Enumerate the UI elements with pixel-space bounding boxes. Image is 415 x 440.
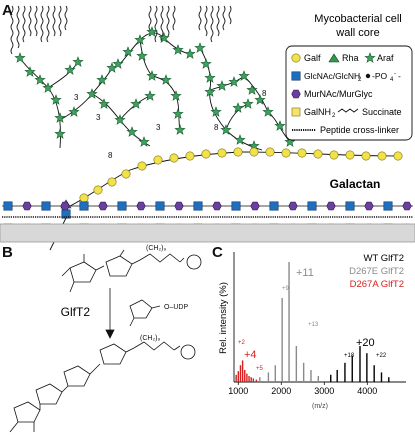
panel-a: 3 3 3 8 8 3 8 Mycobacterial cell wall co…	[2, 5, 413, 251]
panel-a-legend: Galf Rha Araf GlcNAc/GlcNH 2 -PO 4 - - M…	[285, 45, 413, 141]
legend-phosphate-sub: 4	[390, 77, 394, 83]
spectrum-peaks	[235, 262, 390, 382]
glcnac-residue	[383, 201, 393, 211]
product-chain-label: (CH₂)₉	[140, 335, 160, 342]
glcnac-residue	[3, 201, 13, 211]
x-tick-label: 2000	[271, 386, 291, 396]
reaction-arrowhead	[105, 329, 115, 339]
galactan-label: Galactan	[330, 177, 381, 191]
panel-c-letter: C	[212, 244, 223, 261]
legend-glcnac: GlcNAc/GlcNH	[304, 71, 360, 81]
legend-d267a: D267A GlfT2	[350, 279, 404, 290]
glcnac-residue	[117, 201, 127, 211]
branch-number: 8	[108, 151, 113, 160]
glcnac-residue	[155, 201, 165, 211]
peak-labels: +11 +9 +13 +20 +18 +22 +4 +2 +5	[238, 267, 387, 372]
legend-galf: Galf	[304, 53, 321, 63]
panel-a-title-line1: Mycobacterial cell	[314, 13, 401, 25]
legend-peptide: Peptide cross-linker	[320, 125, 399, 135]
legend-galnh2: GalNH	[304, 107, 331, 117]
arabinose-residues	[14, 26, 296, 151]
branch-number: 8	[262, 89, 267, 98]
legend-d267e: D267E GlfT2	[349, 266, 404, 277]
membrane-separator	[0, 223, 415, 243]
chain-label: (CH₂)₉	[146, 245, 166, 252]
panel-b-text: (CH₂)₉ O–UDP (CH₂)₉	[140, 245, 188, 342]
galnh2-icon	[291, 107, 301, 117]
panel-a-letter: A	[2, 2, 13, 19]
glcnac-residue	[193, 201, 203, 211]
x-ticks: 1000 2000 3000 4000	[228, 382, 377, 396]
peak-label: +18	[344, 353, 355, 359]
murnac-residue	[402, 201, 412, 211]
glcnac-residue	[79, 201, 89, 211]
murnac-residue	[212, 201, 222, 211]
x-axis-label: (m/z)	[312, 403, 328, 410]
substrate-label: O–UDP	[164, 304, 188, 311]
succinate-icon	[337, 108, 359, 113]
glcnac-residue	[269, 201, 279, 211]
murnac-residue	[60, 201, 70, 211]
murnac-residue	[22, 201, 32, 211]
murnac-residue	[174, 201, 184, 211]
panel-c-chart: Rel. intensity (%) (m/z) 1000 2000 3000 400…	[218, 252, 406, 410]
panel-b-letter: B	[2, 244, 13, 261]
legend-rha: Rha	[342, 53, 359, 63]
acceptor-structure	[61, 249, 202, 293]
phosphate-icon	[365, 73, 371, 79]
x-tick-label: 1000	[228, 386, 248, 396]
product-structure	[9, 341, 196, 433]
rha-icon	[328, 53, 340, 63]
legend-wt: WT GlfT2	[364, 253, 404, 264]
donor-structure	[129, 299, 161, 327]
peak-label: +4	[244, 349, 257, 361]
x-tick-label: 3000	[314, 386, 334, 396]
legend-succinate: Succinate	[362, 107, 402, 117]
x-tick-label: 4000	[357, 386, 377, 396]
panel-b	[9, 249, 202, 433]
enzyme-label: GlfT2	[61, 305, 91, 319]
galactose-residues	[79, 147, 403, 203]
branch-number: 3	[156, 123, 161, 132]
murnac-residue	[250, 201, 260, 211]
legend-murnac: MurNAc/MurGlyc	[304, 89, 373, 99]
murnac-residue	[136, 201, 146, 211]
glcnac-residue	[41, 201, 51, 211]
legend-araf: Araf	[377, 53, 394, 63]
peak-label: +9	[282, 286, 290, 292]
glcnac-residue	[231, 201, 241, 211]
peak-label: +2	[238, 340, 246, 346]
chart-legend: WT GlfT2 D267E GlfT2 D267A GlfT2	[349, 253, 404, 290]
murnac-residue	[364, 201, 374, 211]
peak-label: +22	[376, 353, 387, 359]
peak-label: +5	[256, 366, 264, 372]
murnac-residue	[326, 201, 336, 211]
glcnac-residue	[307, 201, 317, 211]
y-axis-label: Rel. intensity (%)	[218, 282, 229, 354]
panel-a-title-line2: wall core	[335, 27, 379, 39]
peak-label: +13	[308, 322, 319, 328]
murnac-residue	[288, 201, 298, 211]
glcnac-residue	[345, 201, 355, 211]
branch-number: 8	[214, 123, 219, 132]
peak-label: +11	[296, 267, 314, 279]
murnac-residue	[98, 201, 108, 211]
legend-phosphate-sup: -	[394, 71, 396, 77]
branch-number: 3	[74, 93, 79, 102]
legend-galnh2-sub: 2	[332, 113, 336, 119]
legend-glcnac-sub: 2	[358, 77, 362, 83]
peak-label: +20	[356, 337, 375, 349]
branch-number: 3	[96, 113, 101, 122]
legend-phosphate-tail: -	[398, 71, 401, 81]
legend-phosphate: -PO	[372, 71, 388, 81]
